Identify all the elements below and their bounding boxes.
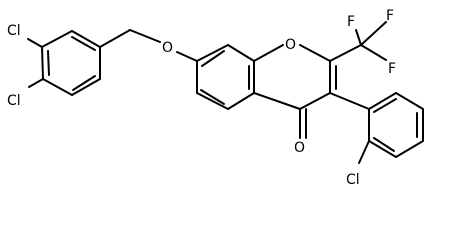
dichlorophenyl-ring bbox=[41, 30, 101, 96]
molecule-canvas: Cl Cl O O O F F F Cl bbox=[7, 8, 424, 188]
chlorophenyl-ring bbox=[329, 92, 424, 164]
trifluoromethyl-group bbox=[329, 21, 387, 62]
atom-cl-upper: Cl bbox=[7, 23, 21, 39]
molecule-structure: Cl Cl O O O F F F Cl bbox=[7, 8, 424, 188]
dichlorophenyl-substituent-bonds bbox=[27, 29, 198, 88]
atom-fluorine-left: F bbox=[347, 14, 355, 30]
atom-oxygen-ring: O bbox=[285, 37, 296, 53]
chromenone-core bbox=[196, 44, 337, 139]
atom-fluorine-right: F bbox=[388, 61, 396, 77]
atom-cl-aryl: Cl bbox=[346, 172, 360, 188]
atom-oxygen-carbonyl: O bbox=[294, 140, 305, 156]
atom-cl-lower: Cl bbox=[7, 93, 21, 109]
atom-oxygen-ether: O bbox=[162, 40, 173, 56]
atom-fluorine-top: F bbox=[386, 8, 394, 24]
